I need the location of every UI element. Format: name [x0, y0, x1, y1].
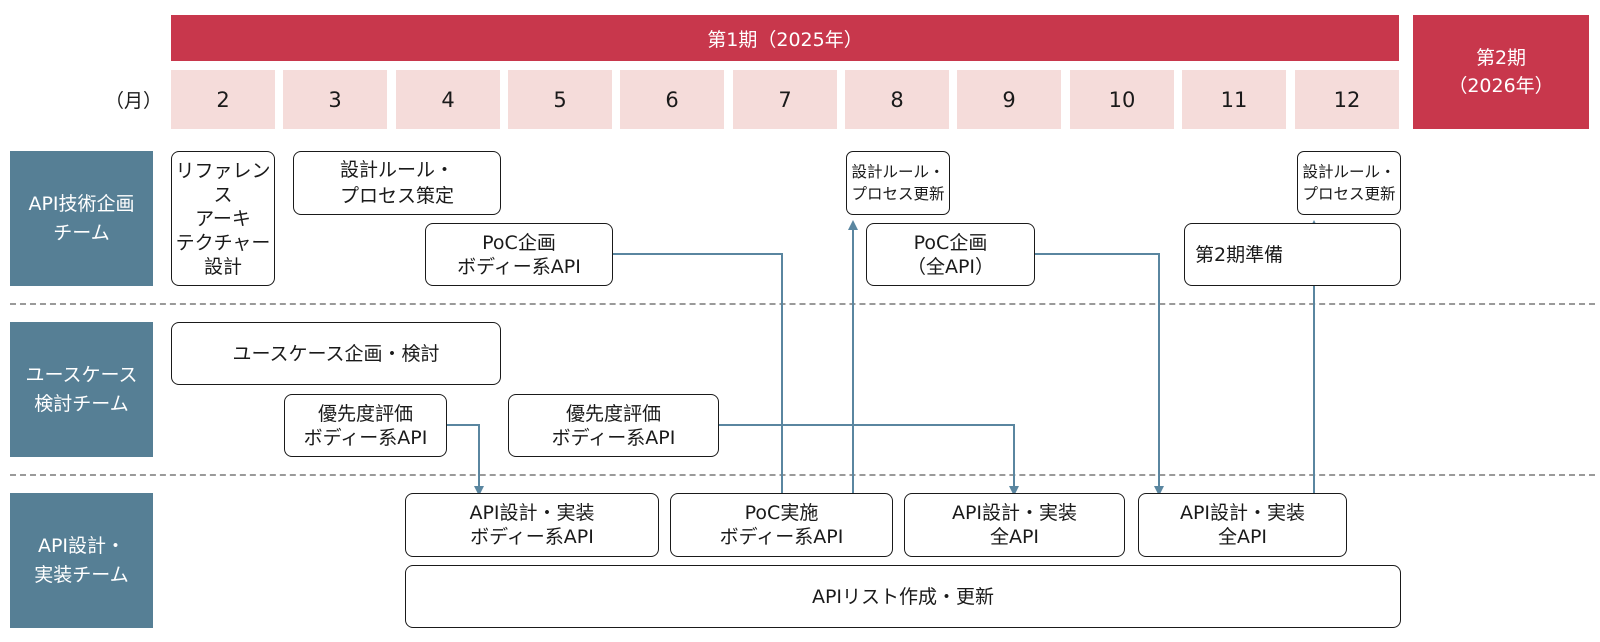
task-api-impl-all-1: API設計・実装 全API — [904, 493, 1125, 557]
phase2-banner: 第2期 （2026年） — [1413, 15, 1589, 129]
arrow-poc-plan-all-to-api-impl-all — [1034, 253, 1164, 496]
task-api-impl-body: API設計・実装 ボディー系API — [405, 493, 659, 557]
task-line: 優先度評価 — [565, 402, 661, 425]
task-line: 設計 — [203, 255, 242, 278]
team-label-line: チーム — [53, 221, 110, 244]
task-line: ボディー系API — [457, 255, 581, 278]
team-label-line: ユースケース — [25, 363, 138, 386]
task-line: ユースケース企画・検討 — [232, 342, 440, 365]
team-label-line: API設計・ — [37, 534, 126, 557]
month-cell: 4 — [396, 70, 500, 129]
task-design-rules: 設計ルール・ プロセス策定 — [293, 151, 501, 215]
team-label-line: 実装チーム — [34, 563, 129, 586]
month-cell: 11 — [1182, 70, 1286, 129]
task-line: APIリスト作成・更新 — [811, 585, 995, 608]
task-rules-update-2: 設計ルール・ プロセス更新 — [1297, 151, 1401, 215]
phase2-year: （2026年） — [1448, 75, 1554, 97]
team-label-planning: API技術企画 チーム — [10, 151, 153, 286]
task-line: ボディー系API — [551, 426, 676, 449]
month-cell: 5 — [508, 70, 612, 129]
month-cell: 8 — [845, 70, 949, 129]
task-line: ボディー系API — [470, 526, 594, 548]
task-line: リファレンス — [175, 159, 271, 206]
task-usecase-plan: ユースケース企画・検討 — [171, 322, 501, 385]
month-cell: 9 — [957, 70, 1061, 129]
team-label-line: API技術企画 — [28, 192, 135, 215]
task-line: PoC企画 — [913, 231, 988, 254]
phase2-title: 第2期 — [1475, 47, 1527, 69]
month-cell: 6 — [620, 70, 724, 129]
arrow-priority2-to-api-impl-all — [719, 424, 1019, 496]
team-label-usecase: ユースケース 検討チーム — [10, 322, 153, 457]
month-cell: 12 — [1295, 70, 1399, 129]
task-priority-eval-2: 優先度評価 ボディー系API — [508, 394, 719, 457]
task-line: ボディー系API — [303, 426, 428, 449]
lane-divider — [10, 474, 1595, 476]
task-reference-architecture: リファレンス アーキ テクチャー 設計 — [171, 151, 275, 286]
month-cell: 3 — [283, 70, 387, 129]
arrow-priority1-to-api-impl — [446, 424, 484, 496]
task-line: プロセス更新 — [1302, 185, 1396, 203]
task-priority-eval-1: 優先度評価 ボディー系API — [284, 394, 447, 457]
task-line: プロセス更新 — [851, 185, 945, 203]
task-poc-plan-body: PoC企画 ボディー系API — [425, 223, 613, 286]
task-line: プロセス策定 — [339, 185, 454, 207]
month-cell: 10 — [1070, 70, 1174, 129]
task-line: API設計・実装 — [469, 502, 595, 524]
task-api-list: APIリスト作成・更新 — [405, 565, 1401, 628]
month-cell: 2 — [171, 70, 275, 129]
task-line: 設計ルール・ — [851, 163, 945, 181]
task-line: テクチャー — [175, 231, 271, 254]
task-line: 優先度評価 — [317, 402, 413, 425]
task-poc-plan-all: PoC企画 （全API） — [866, 223, 1035, 286]
task-line: （全API） — [906, 255, 995, 278]
phase1-banner: 第1期（2025年） — [171, 15, 1399, 61]
arrow-poc-plan-to-poc-exec — [613, 253, 783, 493]
task-api-impl-all-2: API設計・実装 全API — [1138, 493, 1347, 557]
task-line: 全API — [989, 526, 1040, 548]
task-rules-update-1: 設計ルール・ プロセス更新 — [846, 151, 950, 215]
month-axis-label: （月） — [104, 89, 162, 112]
task-line: ボディー系API — [719, 526, 844, 548]
task-line: 設計ルール・ — [339, 159, 454, 181]
task-phase2-prep: 第2期準備 — [1184, 223, 1401, 286]
task-line: 全API — [1217, 526, 1268, 548]
team-label-impl: API設計・ 実装チーム — [10, 493, 153, 628]
task-line: API設計・実装 — [951, 502, 1078, 524]
task-line: PoC実施 — [744, 502, 819, 524]
task-line: アーキ — [195, 207, 251, 230]
task-line: 設計ルール・ — [1302, 163, 1396, 181]
task-poc-exec: PoC実施 ボディー系API — [670, 493, 893, 557]
task-line: API設計・実装 — [1179, 502, 1306, 524]
month-cell: 7 — [733, 70, 837, 129]
task-line: PoC企画 — [482, 231, 556, 254]
lane-divider — [10, 303, 1595, 305]
team-label-line: 検討チーム — [34, 392, 129, 415]
task-line: 第2期準備 — [1195, 243, 1284, 266]
